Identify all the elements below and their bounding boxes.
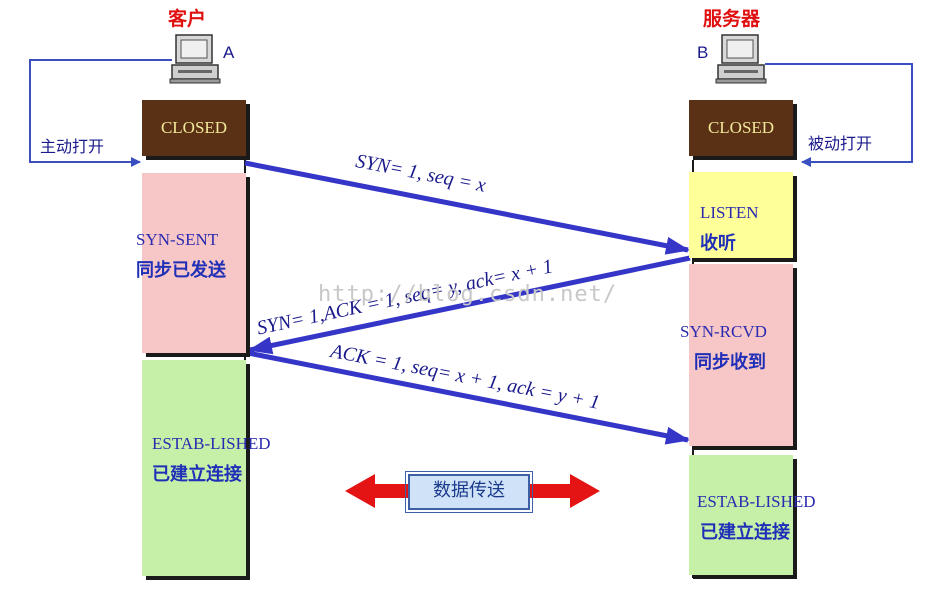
watermark: http://blog.csdn.net/	[318, 282, 618, 307]
client-established-cn: 已建立连接	[152, 464, 242, 485]
client-computer-icon	[169, 34, 221, 84]
server-title: 服务器	[703, 8, 761, 30]
server-syn-rcvd-en: SYN-RCVD	[680, 322, 767, 341]
server-syn-rcvd-box	[689, 264, 793, 446]
client-syn-sent-en: SYN-SENT	[136, 230, 219, 249]
server-established-box	[689, 455, 793, 575]
client-closed-box: CLOSED	[142, 100, 246, 156]
client-established-box	[142, 360, 246, 576]
client-letter: A	[223, 43, 235, 62]
server-listen-en: LISTEN	[700, 203, 759, 222]
server-syn-rcvd-cn: 同步收到	[694, 352, 766, 373]
server-established-cn: 已建立连接	[700, 522, 790, 543]
server-listen-cn: 收听	[700, 233, 736, 254]
server-letter: B	[697, 43, 709, 62]
passive-open-label: 被动打开	[808, 134, 873, 153]
client-syn-sent-cn: 同步已发送	[136, 260, 226, 281]
client-title: 客户	[168, 8, 207, 30]
client-syn-sent-box	[142, 173, 246, 353]
server-closed-box: CLOSED	[689, 100, 793, 156]
data-transfer-box: 数据传送	[405, 471, 533, 513]
active-open-label: 主动打开	[40, 137, 105, 156]
client-established-en: ESTAB-LISHED	[152, 434, 271, 453]
server-established-en: ESTAB-LISHED	[697, 492, 816, 511]
server-listen-box	[689, 172, 793, 258]
server-computer-icon	[715, 34, 767, 84]
